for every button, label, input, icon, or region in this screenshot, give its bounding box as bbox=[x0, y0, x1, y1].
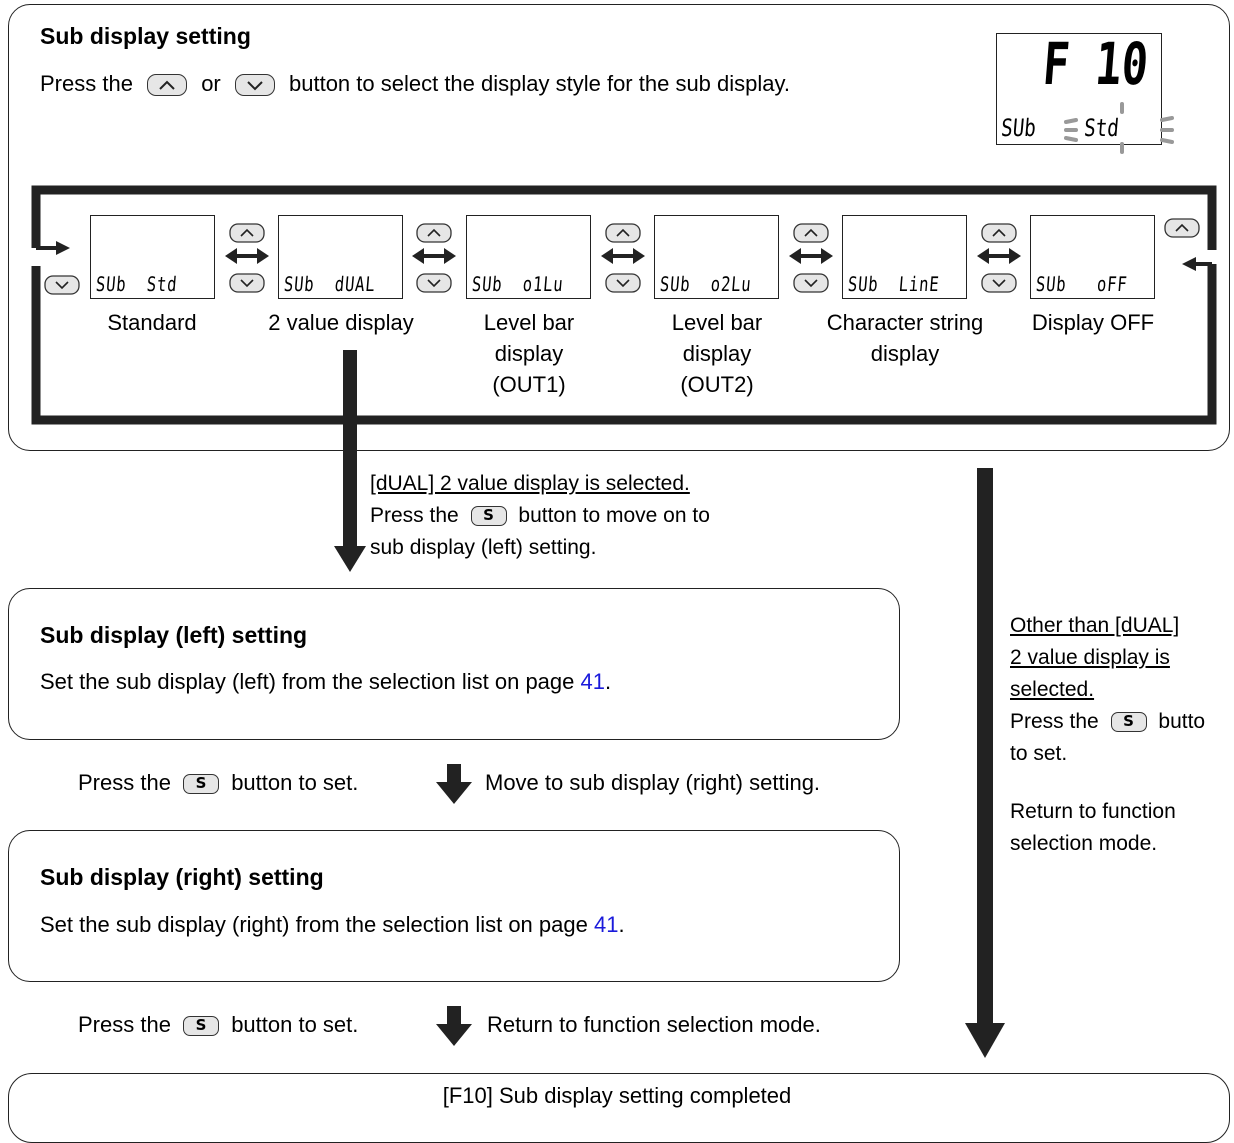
flow-arrow-other bbox=[965, 468, 1005, 1058]
down-arrow-icon bbox=[436, 1006, 472, 1046]
up-button-icon bbox=[147, 74, 188, 97]
completed-text: [F10] Sub display setting completed bbox=[442, 1083, 792, 1108]
label-level-out2: Level bar display (OUT2) bbox=[671, 310, 763, 397]
label-level-out1: Level bar display (OUT1) bbox=[483, 310, 575, 397]
up-button-icon bbox=[1164, 218, 1200, 238]
up-button-icon bbox=[229, 223, 265, 243]
up-button-icon bbox=[793, 223, 829, 243]
lcd-option-level-out1: SUb o1Lu bbox=[466, 215, 591, 299]
s-button-icon: S bbox=[1110, 712, 1147, 733]
other-note: Other than [dUAL] 2 value display is sel… bbox=[1010, 614, 1206, 855]
down-button-icon bbox=[229, 273, 265, 293]
step1-next: Move to sub display (right) setting. bbox=[485, 770, 821, 795]
blink-indicator-icon bbox=[1064, 102, 1174, 154]
down-button-icon bbox=[416, 273, 452, 293]
lcd-option-level-out2: SUb o2Lu bbox=[654, 215, 779, 299]
s-button-icon: S bbox=[183, 1016, 220, 1037]
label-line: Character string display bbox=[826, 310, 984, 366]
s-button-icon: S bbox=[470, 506, 507, 527]
flow-arrow-dual bbox=[334, 350, 366, 572]
down-arrow-icon bbox=[436, 764, 472, 804]
up-button-icon bbox=[981, 223, 1017, 243]
lcd-option-standard: SUb Std bbox=[90, 215, 215, 299]
down-button-icon bbox=[44, 275, 80, 295]
lcd-option-dual: SUb dUAL bbox=[278, 215, 403, 299]
step2-next: Return to function selection mode. bbox=[487, 1012, 821, 1037]
page-link[interactable]: 41 bbox=[580, 669, 606, 694]
up-button-icon bbox=[416, 223, 452, 243]
down-button-icon bbox=[793, 273, 829, 293]
option-navigation-arrows bbox=[44, 218, 1200, 295]
lcd-option-off: SUb oFF bbox=[1030, 215, 1155, 299]
dual-note-line2: Press the S button to move on to bbox=[370, 504, 710, 527]
preview-display: F 10 SUb Std bbox=[996, 30, 1162, 145]
s-button-icon: S bbox=[183, 774, 220, 795]
left-setting-title: Sub display (left) setting bbox=[40, 622, 308, 648]
left-setting-text: Set the sub display (left) from the sele… bbox=[40, 669, 612, 694]
label-off: Display OFF bbox=[1031, 310, 1155, 335]
sub-display-instruction: Press the or button to select the displa… bbox=[40, 71, 790, 97]
down-button-icon bbox=[605, 273, 641, 293]
right-setting-panel bbox=[8, 830, 900, 982]
dual-note-line3: sub display (left) setting. bbox=[370, 536, 597, 559]
step2-text: Press the S button to set. bbox=[78, 1012, 359, 1037]
right-setting-title: Sub display (right) setting bbox=[40, 864, 324, 890]
label-dual: 2 value display bbox=[268, 310, 414, 335]
lcd-option-line: SUb LinE bbox=[842, 215, 967, 299]
sub-display-setting-title: Sub display setting bbox=[40, 23, 251, 49]
down-button-icon bbox=[234, 74, 275, 97]
up-button-icon bbox=[605, 223, 641, 243]
down-button-icon bbox=[981, 273, 1017, 293]
label-standard: Standard bbox=[107, 310, 197, 335]
left-setting-panel bbox=[8, 588, 900, 740]
page-link[interactable]: 41 bbox=[593, 912, 619, 937]
selection-cycle-loop bbox=[31, 185, 1217, 425]
dual-note-line1: [dUAL] 2 value display is selected. bbox=[370, 472, 690, 495]
step1-text: Press the S button to set. bbox=[78, 770, 359, 795]
right-setting-text: Set the sub display (right) from the sel… bbox=[40, 912, 625, 937]
